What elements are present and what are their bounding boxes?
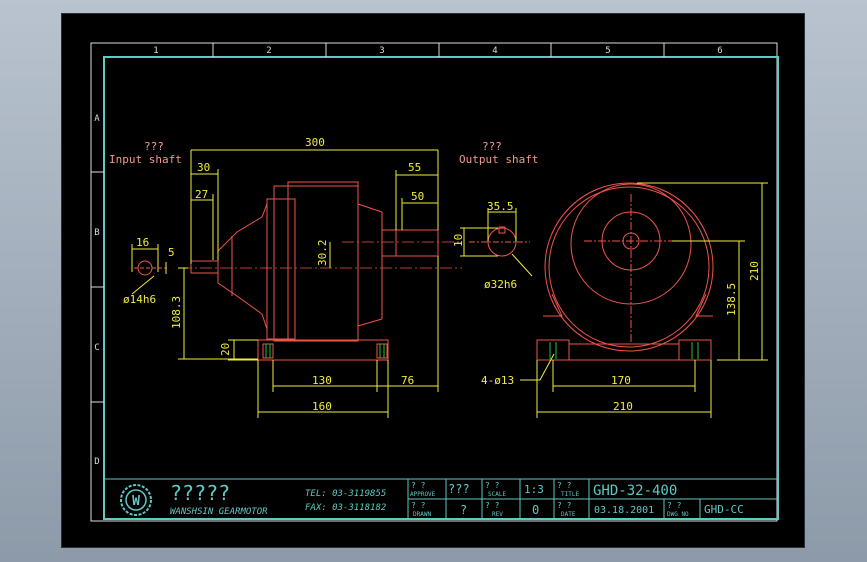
row-d: D — [94, 457, 99, 467]
title-value: GHD-32-400 — [593, 483, 677, 499]
front-view — [190, 181, 439, 361]
date-q: ? ? — [557, 501, 572, 510]
dim-27: 27 — [195, 188, 208, 201]
output-shaft-label: Output shaft — [459, 153, 538, 166]
dim-32h6: ø32h6 — [484, 278, 517, 291]
front-dimensions — [178, 149, 439, 418]
input-shaft-label: Input shaft — [109, 153, 182, 166]
side-view — [536, 182, 714, 361]
view-labels: ??? Input shaft ??? Output shaft — [109, 140, 538, 166]
date-label: DATE — [561, 511, 576, 518]
dim-30: 30 — [197, 161, 210, 174]
dim-50: 50 — [411, 190, 424, 203]
dim-170: 170 — [611, 374, 631, 387]
company-name-en: WANSHSIN GEARMOTOR — [170, 507, 268, 517]
drawn-label: DRAWN — [413, 511, 431, 518]
row-a: A — [94, 114, 100, 124]
title-label: TITLE — [561, 491, 579, 498]
cad-viewport[interactable]: 1 2 3 4 5 6 A B C D — [61, 13, 805, 548]
dim-35-5: 35.5 — [487, 200, 514, 213]
input-shaft-detail — [131, 244, 167, 295]
dim-4-13: 4-ø13 — [481, 374, 514, 387]
col-6: 6 — [717, 46, 722, 56]
company-logo: W — [120, 484, 152, 516]
dwg-label: DWG NO — [667, 511, 689, 518]
output-shaft-end — [460, 208, 533, 277]
col-5: 5 — [605, 46, 610, 56]
dim-210-width: 210 — [613, 400, 633, 413]
col-4: 4 — [492, 46, 497, 56]
dim-55: 55 — [408, 161, 421, 174]
col-1: 1 — [153, 46, 158, 56]
dim-5: 5 — [168, 246, 175, 259]
scale-label: SCALE — [488, 491, 506, 498]
dim-300: 300 — [305, 136, 325, 149]
side-bolt-marks — [549, 342, 699, 359]
svg-text:W: W — [132, 494, 140, 509]
column-ticks — [91, 43, 665, 403]
dim-138-5: 138.5 — [725, 283, 738, 316]
dwg-q: ? ? — [667, 501, 682, 510]
company-name-cn: ????? — [170, 481, 230, 505]
approve-q: ? ? — [411, 481, 426, 490]
rev-q: ? ? — [485, 501, 500, 510]
scale-q: ? ? — [485, 481, 500, 490]
drawn-value: ? — [460, 503, 467, 517]
outer-frame — [90, 42, 778, 522]
company-tel: TEL: 03-3119855 — [305, 489, 386, 499]
front-bolt-marks — [265, 344, 385, 358]
date-value: 03.18.2001 — [594, 505, 654, 516]
rev-label: REV — [492, 511, 503, 518]
title-block-lines — [103, 478, 779, 520]
row-b: B — [94, 228, 99, 238]
row-c: C — [94, 343, 99, 353]
input-shaft-q: ??? — [144, 140, 164, 153]
dim-10: 10 — [452, 234, 465, 247]
approve-value: ??? — [448, 482, 470, 496]
drawn-q: ? ? — [411, 501, 426, 510]
dim-108-3: 108.3 — [170, 296, 183, 329]
title-block-text: ????? WANSHSIN GEARMOTOR TEL: 03-3119855… — [170, 481, 744, 518]
dim-76: 76 — [401, 374, 414, 387]
drawing-sheet: 1 2 3 4 5 6 A B C D — [90, 42, 779, 522]
company-fax: FAX: 03-3118182 — [305, 503, 386, 513]
output-shaft-q: ??? — [482, 140, 502, 153]
col-3: 3 — [379, 46, 384, 56]
dim-16: 16 — [136, 236, 149, 249]
approve-label: APPROVE — [410, 491, 436, 498]
dim-14h6: ø14h6 — [123, 293, 156, 306]
dim-160: 160 — [312, 400, 332, 413]
dim-30-2: 30.2 — [316, 240, 329, 267]
border-labels: 1 2 3 4 5 6 A B C D — [94, 46, 722, 467]
dim-20: 20 — [219, 343, 232, 356]
dimension-texts: 300 30 27 55 50 16 5 ø14h6 108.3 30.2 20… — [123, 136, 761, 413]
dim-210-height: 210 — [748, 261, 761, 281]
scale-value: 1:3 — [524, 483, 544, 496]
inner-frame — [103, 56, 779, 520]
col-2: 2 — [266, 46, 271, 56]
side-dimensions — [520, 182, 768, 418]
dim-130: 130 — [312, 374, 332, 387]
title-q: ? ? — [557, 481, 572, 490]
dwg-value: GHD-CC — [704, 503, 744, 516]
rev-value: 0 — [532, 503, 539, 517]
